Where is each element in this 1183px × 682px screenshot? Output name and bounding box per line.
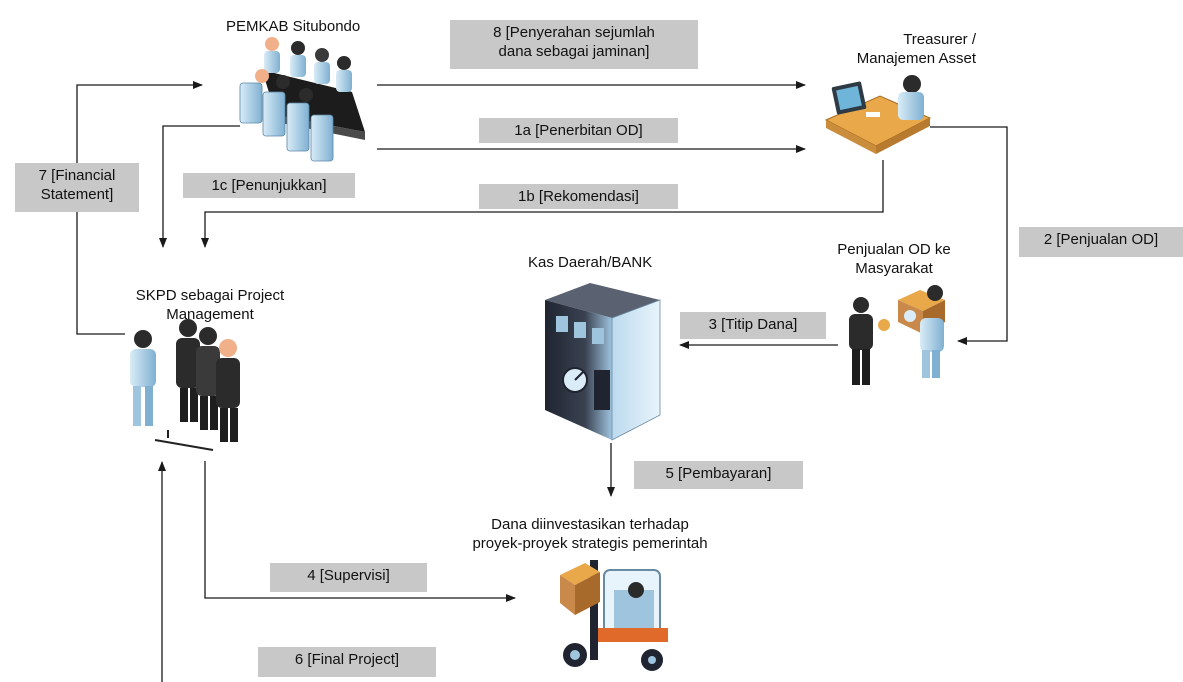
flow-6-label: 6 [Final Project] — [258, 647, 436, 677]
flow-1c-label: 1c [Penunjukkan] — [183, 173, 355, 198]
flow-3-label: 3 [Titip Dana] — [680, 312, 826, 339]
flow-7-label: 7 [Financial Statement] — [15, 163, 139, 212]
bank-building-icon — [545, 283, 661, 441]
flow-5-label: 5 [Pembayaran] — [634, 461, 803, 489]
meeting-table-icon — [239, 37, 365, 162]
selling-people-icon — [849, 285, 945, 385]
flow-8-label: 8 [Penyerahan sejumlah dana sebagai jami… — [450, 20, 698, 69]
flow-4-label: 4 [Supervisi] — [270, 563, 427, 592]
flow-2-label: 2 [Penjualan OD] — [1019, 227, 1183, 257]
flow-1b-label: 1b [Rekomendasi] — [479, 184, 678, 209]
arrow-4-supervisi — [204, 461, 516, 602]
node-dana-label: Dana diinvestasikan terhadap proyek-proy… — [472, 516, 708, 552]
arrow-1c-penunjukkan — [159, 125, 240, 248]
node-penjualan-label: Penjualan OD ke Masyarakat — [837, 241, 951, 277]
node-skpd-label: SKPD sebagai Project Management — [135, 287, 285, 323]
forklift-icon — [560, 560, 668, 671]
arrow-2-penjualan — [930, 126, 1008, 345]
flow-1a-label: 1a [Penerbitan OD] — [479, 118, 678, 143]
arrow-1b-rekomendasi — [201, 160, 884, 248]
skpd-people-icon — [130, 319, 240, 451]
treasurer-desk-icon — [824, 75, 932, 154]
node-pemkab-label: PEMKAB Situbondo — [226, 18, 361, 35]
node-treasurer-label: Treasurer / Manajemen Asset — [856, 31, 976, 67]
node-kas-label: Kas Daerah/BANK — [528, 254, 653, 271]
